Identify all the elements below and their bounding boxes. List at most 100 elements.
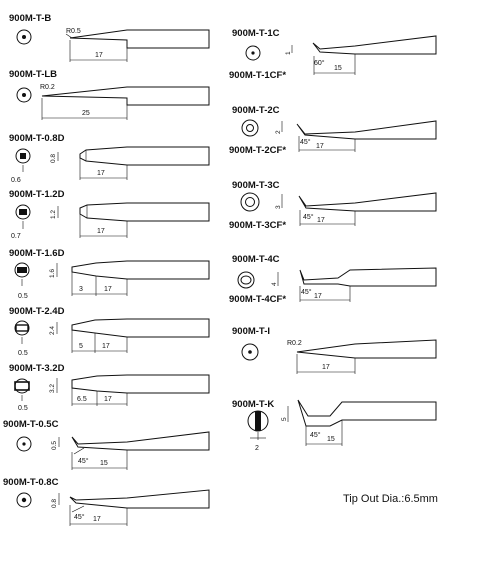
tip-model-label: 900M-T-3.2D: [9, 363, 65, 374]
dim-label: 17: [97, 170, 105, 177]
tip-end-view: [16, 29, 32, 45]
dim-label: 5: [79, 343, 83, 350]
tip-alt-model-label: 900M-T-4CF*: [229, 294, 286, 305]
tip-alt-model-label: 900M-T-2CF*: [229, 145, 286, 156]
dim-label: 17: [314, 293, 322, 300]
tip-side-profile: [296, 120, 437, 140]
tip-side-profile: [298, 192, 437, 212]
dim-label: 0.8: [51, 499, 58, 508]
tip-900m-t-3-2d: 900M-T-3.2D 0.5 3.2 6.5 17: [9, 363, 210, 412]
tip-900m-t-lb: 900M-T-LB R0.2 25: [9, 69, 210, 120]
tip-900m-t-2-4d: 900M-T-2.4D 0.5 2.4 5 17: [9, 306, 210, 357]
tip-side-profile: [71, 318, 210, 338]
dim-label: 0.5: [18, 405, 28, 412]
dim-label: R0.5: [66, 28, 81, 35]
dim-label: 25: [82, 110, 90, 117]
dim-label: 45°: [74, 513, 85, 521]
tip-model-label: 900M-T-4C: [232, 254, 280, 265]
dim-label: 17: [102, 343, 110, 350]
dim-label: 17: [316, 143, 324, 150]
tip-outer-diameter-note: Tip Out Dia.:6.5mm: [343, 493, 438, 505]
tip-end-view: [240, 192, 260, 212]
tip-900m-t-3c: 900M-T-3C 900M-T-3CF* 3 45° 17: [229, 180, 437, 231]
dim-label: 45°: [303, 213, 314, 221]
dim-label: 1.2: [50, 210, 57, 219]
dim-label: 15: [334, 65, 342, 72]
dim-label: 1: [285, 51, 292, 55]
tip-model-label: 900M-T-2.4D: [9, 306, 65, 317]
dim-label: 0.5: [51, 441, 58, 450]
tip-side-profile: [71, 374, 210, 394]
dim-label: 4: [271, 282, 278, 286]
tip-end-view: [16, 492, 32, 508]
tip-side-profile: [41, 86, 210, 106]
dim-label: 0.6: [11, 177, 21, 184]
dim-label: 17: [97, 228, 105, 235]
tip-end-view: [16, 436, 32, 452]
tip-side-profile: [312, 35, 437, 55]
dim-label: 45°: [300, 138, 311, 146]
tip-side-profile: [69, 29, 210, 49]
dim-label: 6.5: [77, 396, 87, 403]
dim-label: 0.7: [11, 233, 21, 240]
tip-end-view: [15, 148, 31, 164]
tip-900m-t-i: 900M-T-I R0.2 17: [232, 326, 437, 374]
tip-side-profile: [69, 489, 210, 509]
tip-model-label: 900M-T-1C: [232, 28, 280, 39]
tip-900m-t-1c: 900M-T-1C 900M-T-1CF* 1 60° 15: [229, 28, 437, 81]
tip-end-view: [245, 45, 261, 61]
tip-900m-t-1-2d: 900M-T-1.2D 0.7 1.2 17: [9, 189, 210, 240]
tip-900m-t-1-6d: 900M-T-1.6D 0.5 1.6 3 17: [9, 248, 210, 300]
tip-model-label: 900M-T-0.8C: [3, 477, 59, 488]
tip-end-view: [241, 343, 259, 361]
dim-label: 3: [79, 286, 83, 293]
tip-900m-t-0-8c: 900M-T-0.8C 0.8 45° 17: [3, 477, 210, 526]
tip-end-view: [14, 262, 30, 278]
dim-label: 2: [255, 445, 259, 452]
dim-label: 2: [275, 130, 282, 134]
tip-model-label: 900M-T-B: [9, 13, 51, 24]
tip-end-view: [14, 320, 30, 336]
dim-label: 17: [317, 217, 325, 224]
tip-model-label: 900M-T-K: [232, 399, 274, 410]
dim-label: 17: [95, 52, 103, 59]
tip-end-view: [14, 378, 30, 394]
dim-label: 45°: [301, 288, 312, 296]
dim-label: 3.2: [49, 384, 56, 393]
dim-label: 17: [322, 364, 330, 371]
tip-side-profile: [79, 146, 210, 166]
tip-side-profile: [296, 339, 437, 359]
tip-900m-t-k: 900M-T-K 2 5 45° 15: [232, 399, 437, 452]
tip-model-label: 900M-T-LB: [9, 69, 57, 80]
dim-label: 5: [281, 417, 288, 421]
dim-label: 2.4: [49, 326, 56, 335]
tip-model-label: 900M-T-0.5C: [3, 419, 59, 430]
dim-label: R0.2: [287, 340, 302, 347]
tip-side-profile: [299, 267, 437, 287]
tip-end-view: [16, 87, 32, 103]
tip-alt-model-label: 900M-T-1CF*: [229, 70, 286, 81]
tip-side-profile: [71, 431, 210, 451]
tip-model-label: 900M-T-I: [232, 326, 270, 337]
tip-900m-t-0-5c: 900M-T-0.5C 0.5 45° 15: [3, 419, 210, 470]
tip-900m-t-0-8d: 900M-T-0.8D 0.6 0.8 17: [9, 133, 210, 184]
tip-model-label: 900M-T-2C: [232, 105, 280, 116]
tip-end-view: [15, 204, 31, 220]
dim-label: 60°: [314, 59, 325, 67]
dim-label: 45°: [310, 431, 321, 439]
tip-side-profile: [79, 202, 210, 222]
dim-label: 15: [100, 460, 108, 467]
dim-label: 17: [104, 396, 112, 403]
tip-model-label: 900M-T-1.2D: [9, 189, 65, 200]
dim-label: 0.5: [18, 293, 28, 300]
tip-model-label: 900M-T-1.6D: [9, 248, 65, 259]
tip-model-label: 900M-T-3C: [232, 180, 280, 191]
dim-label: 3: [275, 205, 282, 209]
tip-900m-t-b: 900M-T-B R0.5 17: [9, 13, 210, 62]
tip-model-label: 900M-T-0.8D: [9, 133, 65, 144]
tip-900m-t-4c: 900M-T-4C 900M-T-4CF* 4 45° 17: [229, 254, 437, 305]
tip-end-view: [237, 271, 255, 289]
dim-label: 15: [327, 436, 335, 443]
dim-label: 17: [93, 516, 101, 523]
